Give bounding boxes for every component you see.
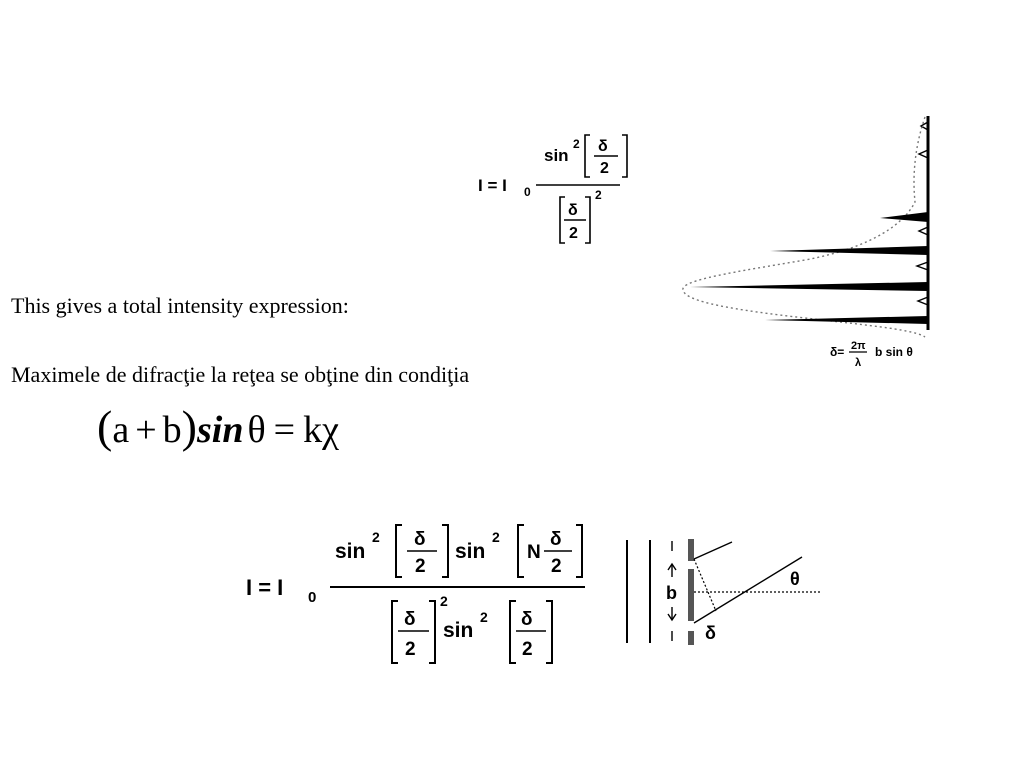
delta-label: δ	[705, 623, 716, 643]
num-exponent: 2	[573, 137, 580, 151]
delta-rest: b sin θ	[875, 345, 913, 359]
num-sin: sin	[544, 146, 569, 165]
f2-num-sin1: sin	[335, 540, 365, 563]
peak-1	[880, 212, 928, 222]
peak-2	[770, 246, 928, 255]
f2-num-n: N	[527, 542, 541, 563]
barrier-bottom	[688, 631, 694, 645]
den-right-bracket	[585, 196, 591, 244]
side-lobes	[914, 121, 929, 306]
delta-numerator: 2π	[851, 340, 866, 352]
f2-num-delta2: δ	[550, 529, 562, 550]
den-left-bracket	[559, 196, 565, 244]
diffraction-maxima-caption: Maximele de difracţie la reţea se obţine…	[11, 362, 470, 387]
diffraction-pattern: δ= 2π λ b sin θ	[682, 116, 930, 369]
f2-num-exp1: 2	[372, 529, 380, 545]
formula2-subscript: 0	[308, 589, 316, 606]
den-exponent: 2	[595, 188, 602, 202]
var-b: b	[162, 409, 182, 451]
equals-sign: =	[273, 409, 296, 451]
f2-den-exp2: 2	[480, 609, 488, 625]
intensity-caption: This gives a total intensity expression:	[11, 293, 349, 318]
path-difference-line	[693, 558, 717, 612]
single-slit-formula: I = I 0 sin 2 δ 2 δ 2 2	[478, 134, 628, 244]
den-two: 2	[569, 225, 578, 242]
den-delta: δ	[568, 202, 578, 219]
barrier-middle	[688, 569, 694, 621]
f2-num-two2: 2	[551, 556, 562, 577]
f2-den-exp1: 2	[440, 593, 448, 609]
var-k: k	[303, 409, 323, 451]
num-left-bracket	[584, 134, 590, 178]
f2-num-lb2	[517, 524, 524, 578]
delta-denominator: λ	[855, 357, 861, 369]
f2-num-delta1: δ	[414, 529, 426, 550]
sin-function: sin	[196, 409, 244, 451]
f2-den-rb1	[429, 600, 436, 664]
envelope-curve	[682, 116, 926, 338]
grating-intensity-formula: I = I 0 sin 2 δ 2 sin 2 N δ 2 δ 2 2 sin …	[246, 524, 585, 664]
num-delta: δ	[598, 138, 608, 155]
f2-den-lb2	[509, 600, 516, 664]
theta-symbol: θ	[247, 409, 266, 451]
f2-num-two1: 2	[415, 556, 426, 577]
f2-num-rb1	[442, 524, 449, 578]
arrow-up-icon	[667, 562, 677, 571]
var-a: a	[112, 409, 130, 451]
slit-geometry-diagram: b θ δ	[626, 539, 820, 645]
f2-num-lb1	[395, 524, 402, 578]
left-paren: (	[97, 401, 113, 452]
num-right-bracket	[622, 134, 628, 178]
ray-bottom	[693, 556, 803, 624]
peak-4	[765, 316, 928, 324]
peak-3	[690, 282, 928, 291]
plus-sign: +	[135, 409, 157, 451]
right-paren: )	[181, 401, 197, 452]
theta-label: θ	[790, 569, 800, 589]
f2-den-delta2: δ	[521, 609, 533, 630]
ray-top	[693, 541, 733, 560]
f2-den-rb2	[546, 600, 553, 664]
formula-subscript: 0	[524, 185, 531, 199]
f2-num-sin2: sin	[455, 540, 485, 563]
f2-den-two2: 2	[522, 639, 533, 660]
arrow-down-icon	[667, 613, 677, 622]
b-label: b	[666, 583, 677, 603]
num-two: 2	[600, 160, 609, 177]
chi-symbol: χ	[322, 409, 339, 451]
f2-den-lb1	[391, 600, 398, 664]
barrier-top	[688, 539, 694, 561]
formula-lhs: I = I	[478, 176, 507, 195]
formula2-lhs: I = I	[246, 575, 283, 600]
f2-den-sin: sin	[443, 619, 473, 642]
f2-num-exp2: 2	[492, 529, 500, 545]
f2-den-delta1: δ	[404, 609, 416, 630]
delta-definition: δ=	[830, 345, 844, 359]
f2-num-rb2	[576, 524, 583, 578]
f2-den-two1: 2	[405, 639, 416, 660]
